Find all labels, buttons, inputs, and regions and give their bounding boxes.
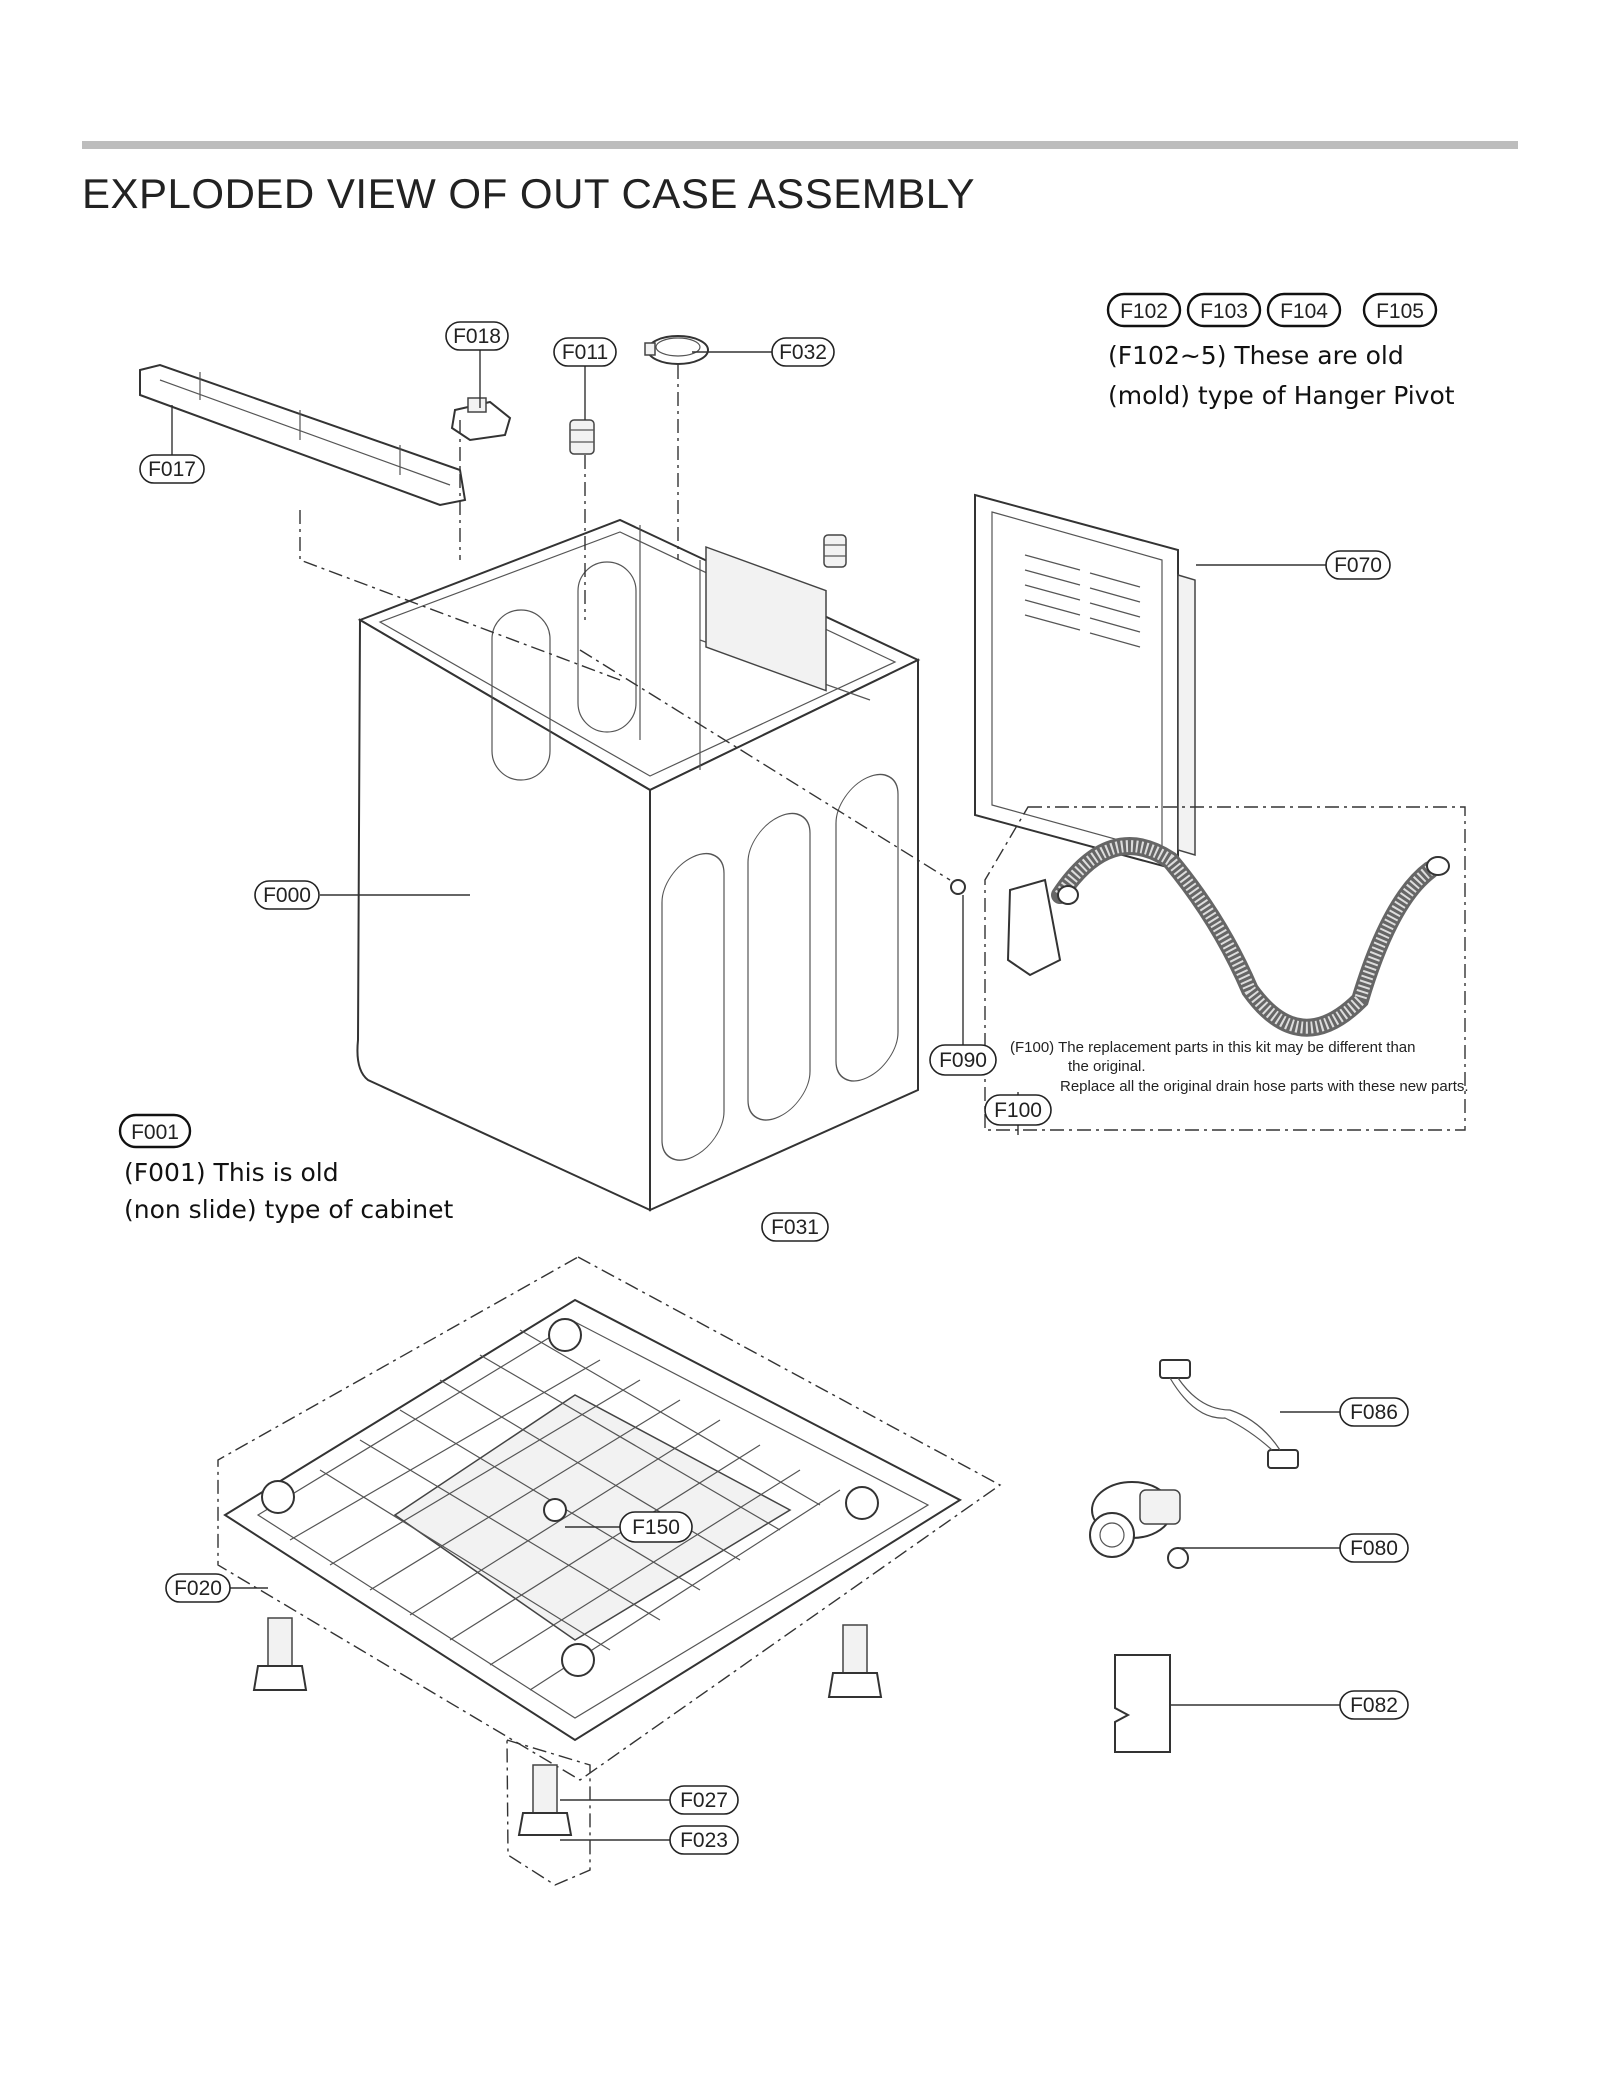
svg-text:F027: F027 — [680, 1789, 728, 1812]
damper-part — [569, 419, 847, 568]
page-title: EXPLODED VIEW OF OUT CASE ASSEMBLY — [82, 170, 976, 217]
label-f031[interactable]: F031 — [761, 1212, 829, 1242]
label-f150[interactable]: F150 — [619, 1511, 693, 1543]
header-divider-bar — [82, 141, 1518, 149]
label-f090[interactable]: F090 — [929, 1044, 997, 1076]
label-f105[interactable]: F105 — [1362, 292, 1438, 328]
svg-text:F001: F001 — [131, 1121, 179, 1144]
svg-text:F100: F100 — [994, 1099, 1042, 1122]
drain-note-line1: (F100) The replacement parts in this kit… — [1010, 1039, 1415, 1056]
hanger-pivot-part — [450, 397, 512, 442]
svg-text:F031: F031 — [771, 1216, 819, 1239]
label-f027[interactable]: F027 — [669, 1785, 739, 1815]
label-f000[interactable]: F000 — [254, 880, 320, 910]
label-f082[interactable]: F082 — [1339, 1690, 1409, 1720]
label-f011[interactable]: F011 — [553, 337, 617, 367]
drain-pump-part — [1089, 1481, 1189, 1569]
label-f023[interactable]: F023 — [669, 1825, 739, 1855]
label-f017[interactable]: F017 — [139, 454, 205, 484]
label-f104[interactable]: F104 — [1266, 292, 1342, 328]
svg-text:F080: F080 — [1350, 1537, 1398, 1560]
label-f018[interactable]: F018 — [445, 321, 509, 351]
cabinet-part — [356, 518, 921, 1212]
label-f086[interactable]: F086 — [1339, 1397, 1409, 1427]
svg-text:F018: F018 — [453, 325, 501, 348]
svg-text:F082: F082 — [1350, 1694, 1398, 1717]
leveling-leg-part — [252, 1617, 883, 1836]
svg-text:F070: F070 — [1334, 554, 1382, 577]
hanger-bar-part — [139, 363, 467, 507]
label-f100[interactable]: F100 — [984, 1094, 1052, 1126]
leader-lines — [171, 350, 1340, 1841]
svg-text:F017: F017 — [148, 458, 196, 481]
cabinet-note-line1: (F001) This is old — [124, 1158, 339, 1187]
hanger-note-line1: (F102~5) These are old — [1108, 341, 1404, 370]
svg-text:F150: F150 — [632, 1516, 680, 1539]
base-frame-part — [223, 1298, 963, 1742]
wire-harness-part — [1159, 1359, 1299, 1469]
label-f102[interactable]: F102 — [1106, 292, 1182, 328]
svg-text:F104: F104 — [1280, 300, 1328, 323]
base-boundary — [217, 1256, 1002, 1781]
foot-boundary — [506, 1739, 591, 1886]
rear-cover-part — [974, 493, 1196, 872]
clamp-part — [644, 335, 709, 365]
label-f020[interactable]: F020 — [165, 1573, 231, 1603]
svg-text:F023: F023 — [680, 1829, 728, 1852]
bracket-part — [1114, 1654, 1171, 1753]
svg-text:F000: F000 — [263, 884, 311, 907]
svg-text:F105: F105 — [1376, 300, 1424, 323]
drain-note-line2: the original. — [1068, 1058, 1146, 1075]
cabinet-note-line2: (non slide) type of cabinet — [124, 1195, 453, 1224]
drain-kit-boundary — [984, 806, 1466, 1131]
drain-hose-part — [1006, 837, 1450, 1037]
label-f070[interactable]: F070 — [1325, 550, 1391, 580]
svg-text:F032: F032 — [779, 341, 827, 364]
svg-text:F103: F103 — [1200, 300, 1248, 323]
svg-text:F090: F090 — [939, 1049, 987, 1072]
svg-text:F011: F011 — [562, 341, 608, 364]
clip-part — [950, 879, 966, 895]
drain-note-line3: Replace all the original drain hose part… — [1060, 1078, 1469, 1095]
hanger-note-line2: (mold) type of Hanger Pivot — [1108, 381, 1455, 410]
svg-text:F086: F086 — [1350, 1401, 1398, 1424]
label-f032[interactable]: F032 — [771, 337, 835, 367]
label-f103[interactable]: F103 — [1186, 292, 1262, 328]
label-f001[interactable]: F001 — [118, 1113, 192, 1149]
label-f080[interactable]: F080 — [1339, 1533, 1409, 1563]
svg-text:F102: F102 — [1120, 300, 1168, 323]
svg-text:F020: F020 — [174, 1577, 222, 1600]
